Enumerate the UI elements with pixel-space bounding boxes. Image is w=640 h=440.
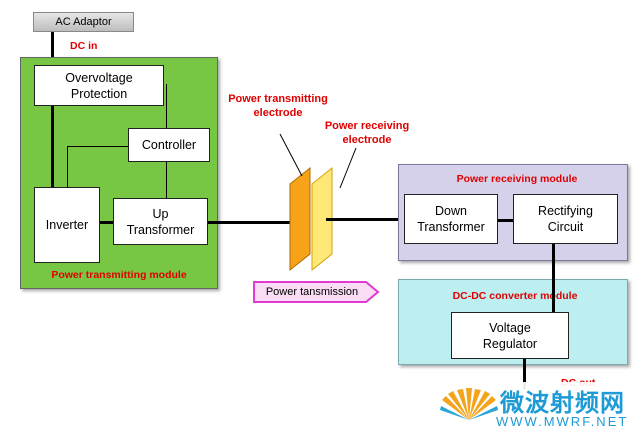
watermark-logo-icon (440, 388, 498, 420)
down-rectifier-wire (498, 219, 514, 222)
power-receiving-electrode-label: Power receiving electrode (324, 120, 410, 146)
receive-electrode-pointer (339, 147, 357, 189)
electrodes-svg (289, 166, 333, 272)
power-transmission-arrow (253, 281, 380, 303)
power-transmission-label: Power tansmission (265, 286, 359, 298)
power-receiving-electrode-plate (311, 166, 333, 272)
controller-transformer-wire (166, 162, 167, 198)
rectifier-regulator-wire-inner (552, 279, 555, 313)
ac-adaptor-label: AC Adaptor (55, 16, 112, 28)
ovp-controller-wire (166, 84, 167, 129)
inverter-transformer-wire (100, 221, 114, 224)
dcdc-converter-module-label: DC-DC converter module (452, 290, 578, 302)
down-transformer-block: Down Transformer (404, 194, 498, 244)
ac-adaptor-box: AC Adaptor (33, 12, 134, 32)
rectifying-circuit-block: Rectifying Circuit (513, 194, 618, 244)
power-transmitting-electrode-plate (289, 166, 311, 272)
transmit-electrode-pointer (279, 133, 303, 177)
up-transformer-block: Up Transformer (113, 198, 208, 245)
dc-in-wire (51, 32, 54, 66)
dc-out-wire (523, 359, 526, 389)
electrode-pointer-lines (279, 133, 357, 189)
electrode-receiver-wire (326, 218, 406, 221)
watermark-cn-text: 微波射频网 (500, 389, 625, 417)
rectifier-regulator-wire (552, 244, 555, 312)
power-transmission-arrow-shape (253, 281, 380, 303)
controller-block: Controller (128, 128, 210, 162)
controller-inverter-wire-v (67, 146, 68, 187)
transformer-electrode-wire (208, 221, 292, 224)
watermark-url-text: WWW.MWRF.NET (496, 414, 629, 429)
inverter-feed-wire (51, 106, 54, 188)
power-transmitting-electrode-label: Power transmitting electrode (228, 93, 328, 119)
voltage-regulator-block: Voltage Regulator (451, 312, 569, 359)
dc-in-label: DC in (70, 40, 98, 52)
overvoltage-protection-block: Overvoltage Protection (34, 65, 164, 106)
power-transmitting-module-label: Power transmitting module (51, 269, 187, 281)
controller-inverter-wire-h (67, 146, 128, 147)
inverter-block: Inverter (34, 187, 100, 263)
power-receiving-module-label: Power receiving module (456, 173, 578, 185)
